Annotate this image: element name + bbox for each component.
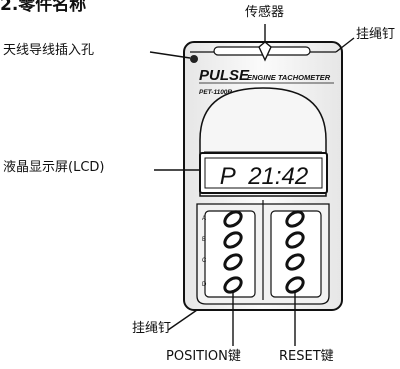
position-key-2 — [223, 231, 243, 249]
mark-a: A — [202, 216, 206, 222]
section-title: 2.零件名称 — [0, 0, 87, 15]
position-key-column — [204, 210, 256, 298]
antenna-hole — [190, 55, 198, 63]
lanyard-peg-top-leader — [335, 37, 355, 53]
lanyard-peg-bottom-label: 挂绳钉 — [132, 321, 172, 336]
antenna-hole-label: 天线导线插入孔 — [3, 43, 95, 58]
mark-c: C — [202, 258, 207, 264]
antenna-hole-leader — [149, 51, 191, 59]
position-key-1 — [223, 210, 243, 228]
reset-key-2 — [285, 231, 305, 249]
mark-b: B — [202, 237, 206, 243]
reset-key-1 — [285, 210, 305, 228]
brand-logo: PULSE — [199, 67, 250, 84]
sensor-label: 传感器 — [245, 5, 285, 20]
position-key-4 — [223, 276, 243, 294]
lcd-screen — [199, 152, 328, 194]
reset-key-3 — [285, 253, 305, 271]
product-name: ENGINE TACHOMETER — [247, 73, 331, 82]
model-number: PET-1100R — [199, 89, 232, 96]
lcd-readout: P 21:42 — [220, 163, 309, 190]
mark-d: D — [202, 282, 207, 288]
lcd-label: 液晶显示屏(LCD) — [3, 160, 105, 175]
sensor-pointer — [258, 41, 272, 62]
reset-key-4 — [285, 276, 305, 294]
lanyard-peg-top-label: 挂绳钉 — [356, 27, 396, 42]
reset-key-label: RESET键 — [279, 349, 334, 364]
lanyard-peg-bottom-leader — [167, 309, 198, 331]
position-key-label: POSITION键 — [166, 349, 241, 364]
position-key-3 — [223, 253, 243, 271]
